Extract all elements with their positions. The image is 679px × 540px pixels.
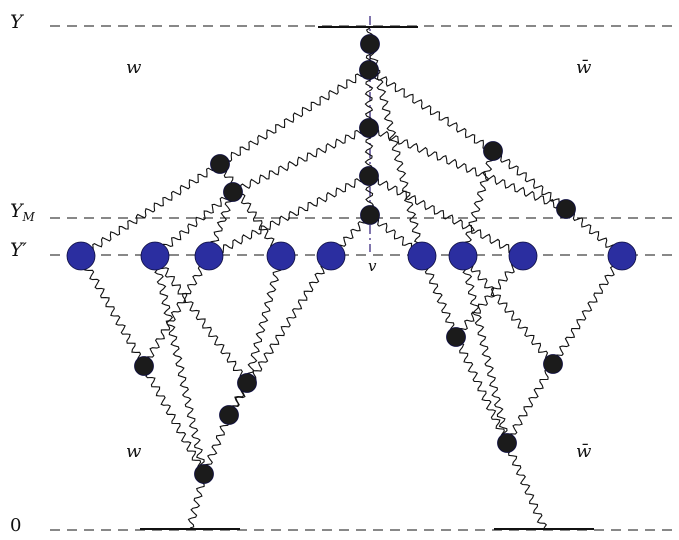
blob-1 [140,241,170,271]
vertex-t5 [360,205,380,225]
vertex-t3 [359,118,379,138]
gluon-lower-16 [463,253,555,365]
gluon-lower-3 [140,367,207,475]
vertex-br2 [543,354,563,374]
gluon-lower-15 [552,257,625,365]
gluon-upper-5 [221,67,370,168]
gluon-lower-4 [79,254,147,367]
blob-2 [194,241,224,271]
gluon-upper-14 [368,69,493,153]
label-wbar-top: w̄ [576,57,592,78]
vertex-l1 [210,154,230,174]
gluon-lower-10 [503,443,548,529]
level-label-zero: 0 [10,515,21,536]
gluon-lower-1 [203,415,232,475]
gluon-lower-6 [152,256,250,384]
gluon-upper-6 [82,161,221,259]
blob-7 [508,241,538,271]
vertex-l2 [223,182,243,202]
gluon-upper-15 [459,150,496,256]
blob-4 [316,241,346,271]
vertex-r1 [483,141,503,161]
label-w-top: w [126,57,142,78]
gluon-lower-9 [152,254,208,475]
gluon-upper-18 [368,126,566,213]
blob-8 [607,241,637,271]
gluon-upper-9 [217,163,282,257]
vertex-bl4 [194,464,214,484]
gluon-upper-16 [491,150,568,209]
blob-5 [407,241,437,271]
gluon-lower-14 [507,362,555,444]
vertex-bl1 [134,356,154,376]
gluon-upper-10 [154,190,234,258]
label-wbar-bottom: w̄ [576,441,592,462]
gluon-lower-12 [420,254,460,338]
level-label-ym: YM [10,200,36,224]
gluon-lower-5 [144,256,212,367]
blob-6 [448,241,478,271]
level-label-yprime: Y′ [10,239,28,261]
vertex-bl2 [237,373,257,393]
blob-0 [66,241,96,271]
vertex-t1 [360,34,380,54]
vertex-t2 [359,60,379,80]
blob-3 [266,241,296,271]
vertex-t4 [359,166,379,186]
gluon-upper-7 [231,125,370,194]
gluon-upper-19 [368,175,524,259]
label-w-bottom: w [126,441,142,462]
vertices [66,34,637,484]
gluon-lower-17 [460,255,511,444]
gluon-lower-11 [454,335,510,444]
label-v: v [368,257,377,275]
vertex-bl3 [219,405,239,425]
gluon-upper-11 [208,173,370,259]
vertex-br1 [446,327,466,347]
vertex-r2 [556,199,576,219]
gluon-lower-7 [244,255,285,384]
vertex-br3 [497,433,517,453]
gluon-lower-13 [455,254,524,339]
level-label-y: Y [10,11,25,33]
gluon-lines [79,27,625,529]
gluon-upper-20 [366,43,426,256]
